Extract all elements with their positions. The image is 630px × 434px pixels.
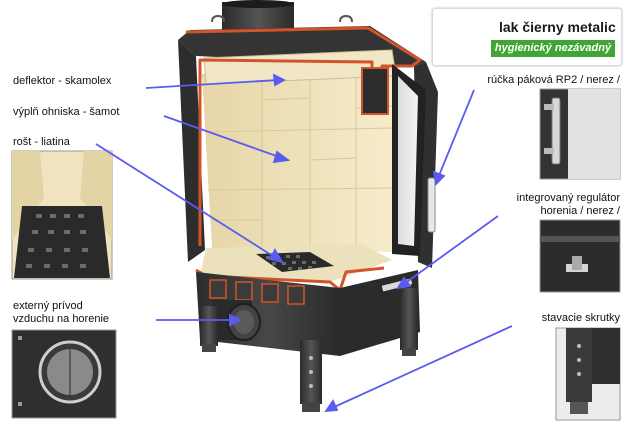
label-handle: rúčka páková RP2 / nerez / [487,74,620,86]
badge-subtitle: hygienický nezávadný [491,40,615,57]
ash-box-ribs [209,279,305,305]
top-hook [211,14,225,23]
arrow-head [272,150,291,164]
label-regulator-line1: integrovaný regulátor [516,192,620,204]
left-wall [178,40,205,262]
leader-deflector [145,79,279,89]
stove [178,0,438,412]
finish-badge: lak čierny metalic hygienický nezávadný [432,8,622,66]
arrow-head [396,276,412,290]
inset-grate-photo [11,150,113,280]
label-air-intake-line2: vzduchu na horenie [13,313,110,325]
label-air-intake-line1: externý prívod [13,300,83,312]
leader-regulator [403,215,499,285]
leg-bolts [309,356,313,388]
inset-screws-photo [555,327,621,421]
fireclay-lining [202,62,392,252]
leg-back-right-foot [402,348,416,356]
badge-title: lak čierny metalic [499,19,616,35]
label-screws: stavacie skrutky [541,312,620,324]
inset-handle-photo [539,88,621,180]
top-duct [361,67,389,115]
fireclay-bricks [205,65,393,252]
door-glass [398,76,418,246]
arrow-head [268,248,284,264]
flue-opening [222,0,294,8]
label-regulator-line2: horenia / nerez / [540,205,621,217]
leg-back-right [400,288,418,350]
arrow-head [432,170,446,186]
label-deflector: deflektor - skamolex [13,75,112,87]
leader-grate [95,143,277,259]
air-intake-opening [234,310,254,334]
leg-front-left [200,306,218,346]
arrow-head [272,73,286,87]
arrow-head [324,399,339,413]
inset-regulator-photo [539,219,621,293]
leg-front-right-foot [302,402,320,412]
leader-lining [163,115,283,159]
door-handle [427,177,436,233]
inset-air-intake-photo [11,329,117,419]
top-hook [339,14,353,23]
leader-lines [95,73,513,413]
leader-screws [331,325,513,409]
leg-front-left-foot [202,344,216,352]
label-lining: výplň ohniska - šamot [13,106,120,118]
leader-handle [437,89,475,179]
label-grate: rošt - liatina [13,136,70,148]
arrow-head [229,313,243,327]
